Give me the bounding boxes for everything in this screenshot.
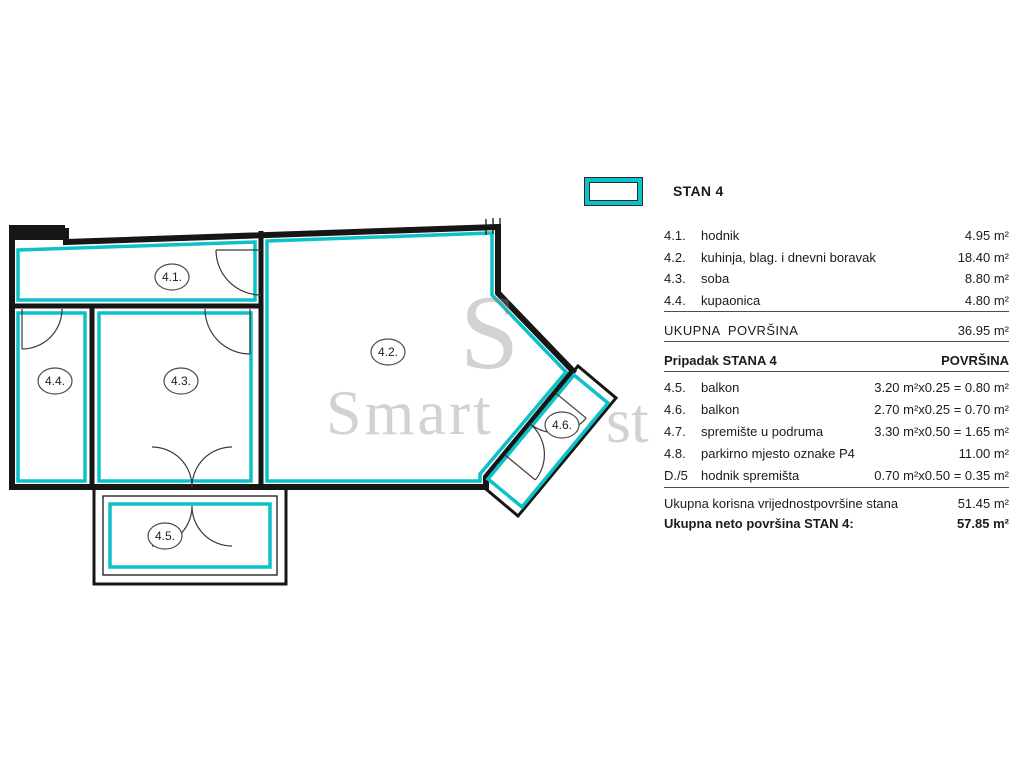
interior-walls (12, 231, 264, 487)
balcony-4-5-structure (92, 485, 288, 586)
room-label-4-6: 4.6. (544, 411, 580, 439)
divider (664, 311, 1009, 312)
row-room-name: hodnik (701, 228, 740, 243)
row-calc: 3.30 m²x0.50 = 1.65 m² (874, 424, 1009, 439)
row-name: 4.6. balkon (664, 399, 739, 421)
room-4-2-outline (265, 231, 569, 483)
room-label-text: 4.3. (171, 374, 191, 388)
row-area: 8.80 m² (964, 271, 1009, 286)
room-outlines (16, 231, 611, 569)
room-4-5-outline (108, 502, 272, 569)
row-area: 4.80 m² (964, 292, 1009, 308)
summary-label: Ukupna korisna vrijednostpovršine stana (664, 496, 899, 511)
row-calc: 0.70 m²x0.50 = 0.35 m² (874, 468, 1009, 483)
row-name: 4.1. hodnik (664, 225, 739, 247)
row-code: 4.3. (664, 271, 686, 286)
row-room-name: kupaonica (701, 292, 761, 308)
summary-value: 51.45 m² (957, 496, 1009, 511)
room-label-text: 4.6. (552, 418, 572, 432)
table-row: 4.2. kuhinja, blag. i dnevni boravak 18.4… (664, 247, 1009, 269)
annex-header-row: Pripadak STANA 4 POVRŠINA (664, 350, 1009, 371)
row-name: 4.3. soba (664, 268, 729, 290)
room-label-text: 4.5. (155, 529, 175, 543)
total-area-label: UKUPNA POVRŠINA (664, 323, 799, 338)
row-name: 4.8. parkirno mjesto oznake P4 (664, 443, 855, 465)
row-code: 4.1. (664, 228, 686, 243)
apartment-title: STAN 4 (673, 183, 724, 199)
summary-row: Ukupna korisna vrijednostpovršine stana … (664, 494, 1009, 514)
table-row: 4.6. balkon 2.70 m²x0.25 = 0.70 m² (664, 399, 1009, 421)
room-4-4-outline (16, 311, 87, 483)
table-row: D./5 hodnik spremišta 0.70 m²x0.50 = 0.35… (664, 465, 1009, 487)
legend-header: STAN 4 (585, 176, 1009, 206)
table-row: 4.1. hodnik 4.95 m² (664, 225, 1009, 247)
row-room-name: spremište u podruma (701, 424, 824, 439)
divider (664, 371, 1009, 372)
room-4-3-outline (97, 311, 253, 483)
divider (664, 487, 1009, 488)
window-ticks (485, 218, 501, 235)
table-row: 4.3. soba 8.80 m² (664, 268, 1009, 290)
room-label-4-2: 4.2. (370, 338, 406, 366)
room-area-table: 4.1. hodnik 4.95 m² 4.2. kuhinja, blag. i … (664, 225, 1009, 311)
annex-header-label: Pripadak STANA 4 (664, 353, 777, 368)
legend-panel: STAN 4 4.1. hodnik 4.95 m² 4.2. kuhinja, b… (585, 176, 1009, 534)
room-labels: 4.1. 4.2. 4.3. 4.4. 4.5. 4.6. (37, 263, 580, 550)
summary-label: Ukupna neto površina STAN 4: (664, 516, 854, 531)
row-calc: 11.00 m² (958, 446, 1009, 461)
room-label-text: 4.1. (162, 270, 182, 284)
summary-row-total: Ukupna neto površina STAN 4: 57.85 m² (664, 514, 1009, 534)
row-code: 4.7. (664, 424, 686, 439)
row-calc: 2.70 m²x0.25 = 0.70 m² (874, 402, 1009, 417)
row-room-name: balkon (701, 402, 740, 417)
row-code: 4.5. (664, 380, 686, 395)
row-code: 4.2. (664, 249, 686, 265)
row-area: 4.95 m² (964, 228, 1009, 243)
legend-swatch (585, 177, 642, 205)
annex-header-value: POVRŠINA (941, 353, 1009, 368)
row-name: 4.7. spremište u podruma (664, 421, 823, 443)
total-area-value: 36.95 m² (957, 323, 1009, 338)
legend-body: 4.1. hodnik 4.95 m² 4.2. kuhinja, blag. i … (664, 225, 1009, 534)
table-row: 4.7. spremište u podruma 3.30 m²x0.50 = 1… (664, 421, 1009, 443)
row-area: 18.40 m² (957, 249, 1009, 265)
room-4-6-outline (485, 372, 611, 510)
total-area-row: UKUPNA POVRŠINA 36.95 m² (664, 320, 1009, 341)
row-name: 4.2. kuhinja, blag. i dnevni boravak (664, 247, 876, 269)
summary-table: Ukupna korisna vrijednostpovršine stana … (664, 494, 1009, 534)
divider (664, 341, 1009, 342)
row-room-name: hodnik spremišta (701, 468, 800, 483)
row-room-name: soba (701, 271, 730, 286)
row-room-name: kuhinja, blag. i dnevni boravak (701, 249, 876, 265)
room-label-4-1: 4.1. (154, 263, 190, 291)
row-code: 4.6. (664, 402, 686, 417)
row-name: 4.4. kupaonica (664, 290, 760, 312)
row-room-name: parkirno mjesto oznake P4 (701, 446, 855, 461)
row-name: D./5 hodnik spremišta (664, 465, 799, 487)
summary-value: 57.85 m² (956, 516, 1009, 531)
room-label-4-4: 4.4. (37, 367, 73, 395)
table-row: 4.8. parkirno mjesto oznake P4 11.00 m² (664, 443, 1009, 465)
annex-table: 4.5. balkon 3.20 m²x0.25 = 0.80 m² 4.6. ba… (664, 377, 1009, 487)
row-calc: 3.20 m²x0.25 = 0.80 m² (874, 380, 1009, 395)
room-label-4-3: 4.3. (163, 367, 199, 395)
row-code: D./5 (664, 468, 688, 483)
room-label-text: 4.2. (378, 345, 398, 359)
row-name: 4.5. balkon (664, 377, 739, 399)
row-room-name: balkon (701, 380, 740, 395)
room-label-4-5: 4.5. (147, 522, 183, 550)
table-row: 4.5. balkon 3.20 m²x0.25 = 0.80 m² (664, 377, 1009, 399)
row-code: 4.4. (664, 292, 686, 308)
row-code: 4.8. (664, 446, 686, 461)
exterior-walls (9, 223, 578, 490)
room-label-text: 4.4. (45, 374, 65, 388)
room-4-1-outline (16, 240, 257, 302)
table-row: 4.4. kupaonica 4.80 m² (664, 290, 1009, 312)
